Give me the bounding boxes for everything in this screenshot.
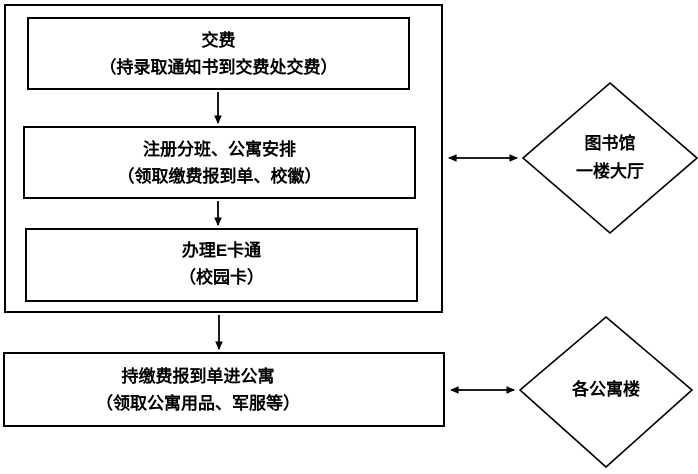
step-subtitle: （领取缴费报到单、校徽） xyxy=(117,166,322,186)
step-box-registration: 注册分班、公寓安排 （领取缴费报到单、校徽） xyxy=(23,126,416,199)
step-title: 办理E卡通 xyxy=(181,241,262,260)
step-box-apartment-checkin: 持缴费报到单进公寓 （领取公寓用品、军服等） xyxy=(3,352,445,427)
steps-container-frame xyxy=(4,4,443,313)
step-title: 交费 xyxy=(201,30,236,50)
step-subtitle: （持录取通知书到交费处交费） xyxy=(99,57,338,77)
step-subtitle: （领取公寓用品、军服等） xyxy=(96,393,300,413)
diamond-library xyxy=(521,81,698,235)
step-box-ecard: 办理E卡通 （校园卡） xyxy=(25,228,418,302)
step-box-payment: 交费 （持录取通知书到交费处交费） xyxy=(27,17,410,90)
step-title: 持缴费报到单进公寓 xyxy=(121,366,275,386)
step-subtitle: （校园卡） xyxy=(179,268,264,287)
step-title: 注册分班、公寓安排 xyxy=(143,139,296,159)
diamond-apartments xyxy=(518,315,694,469)
